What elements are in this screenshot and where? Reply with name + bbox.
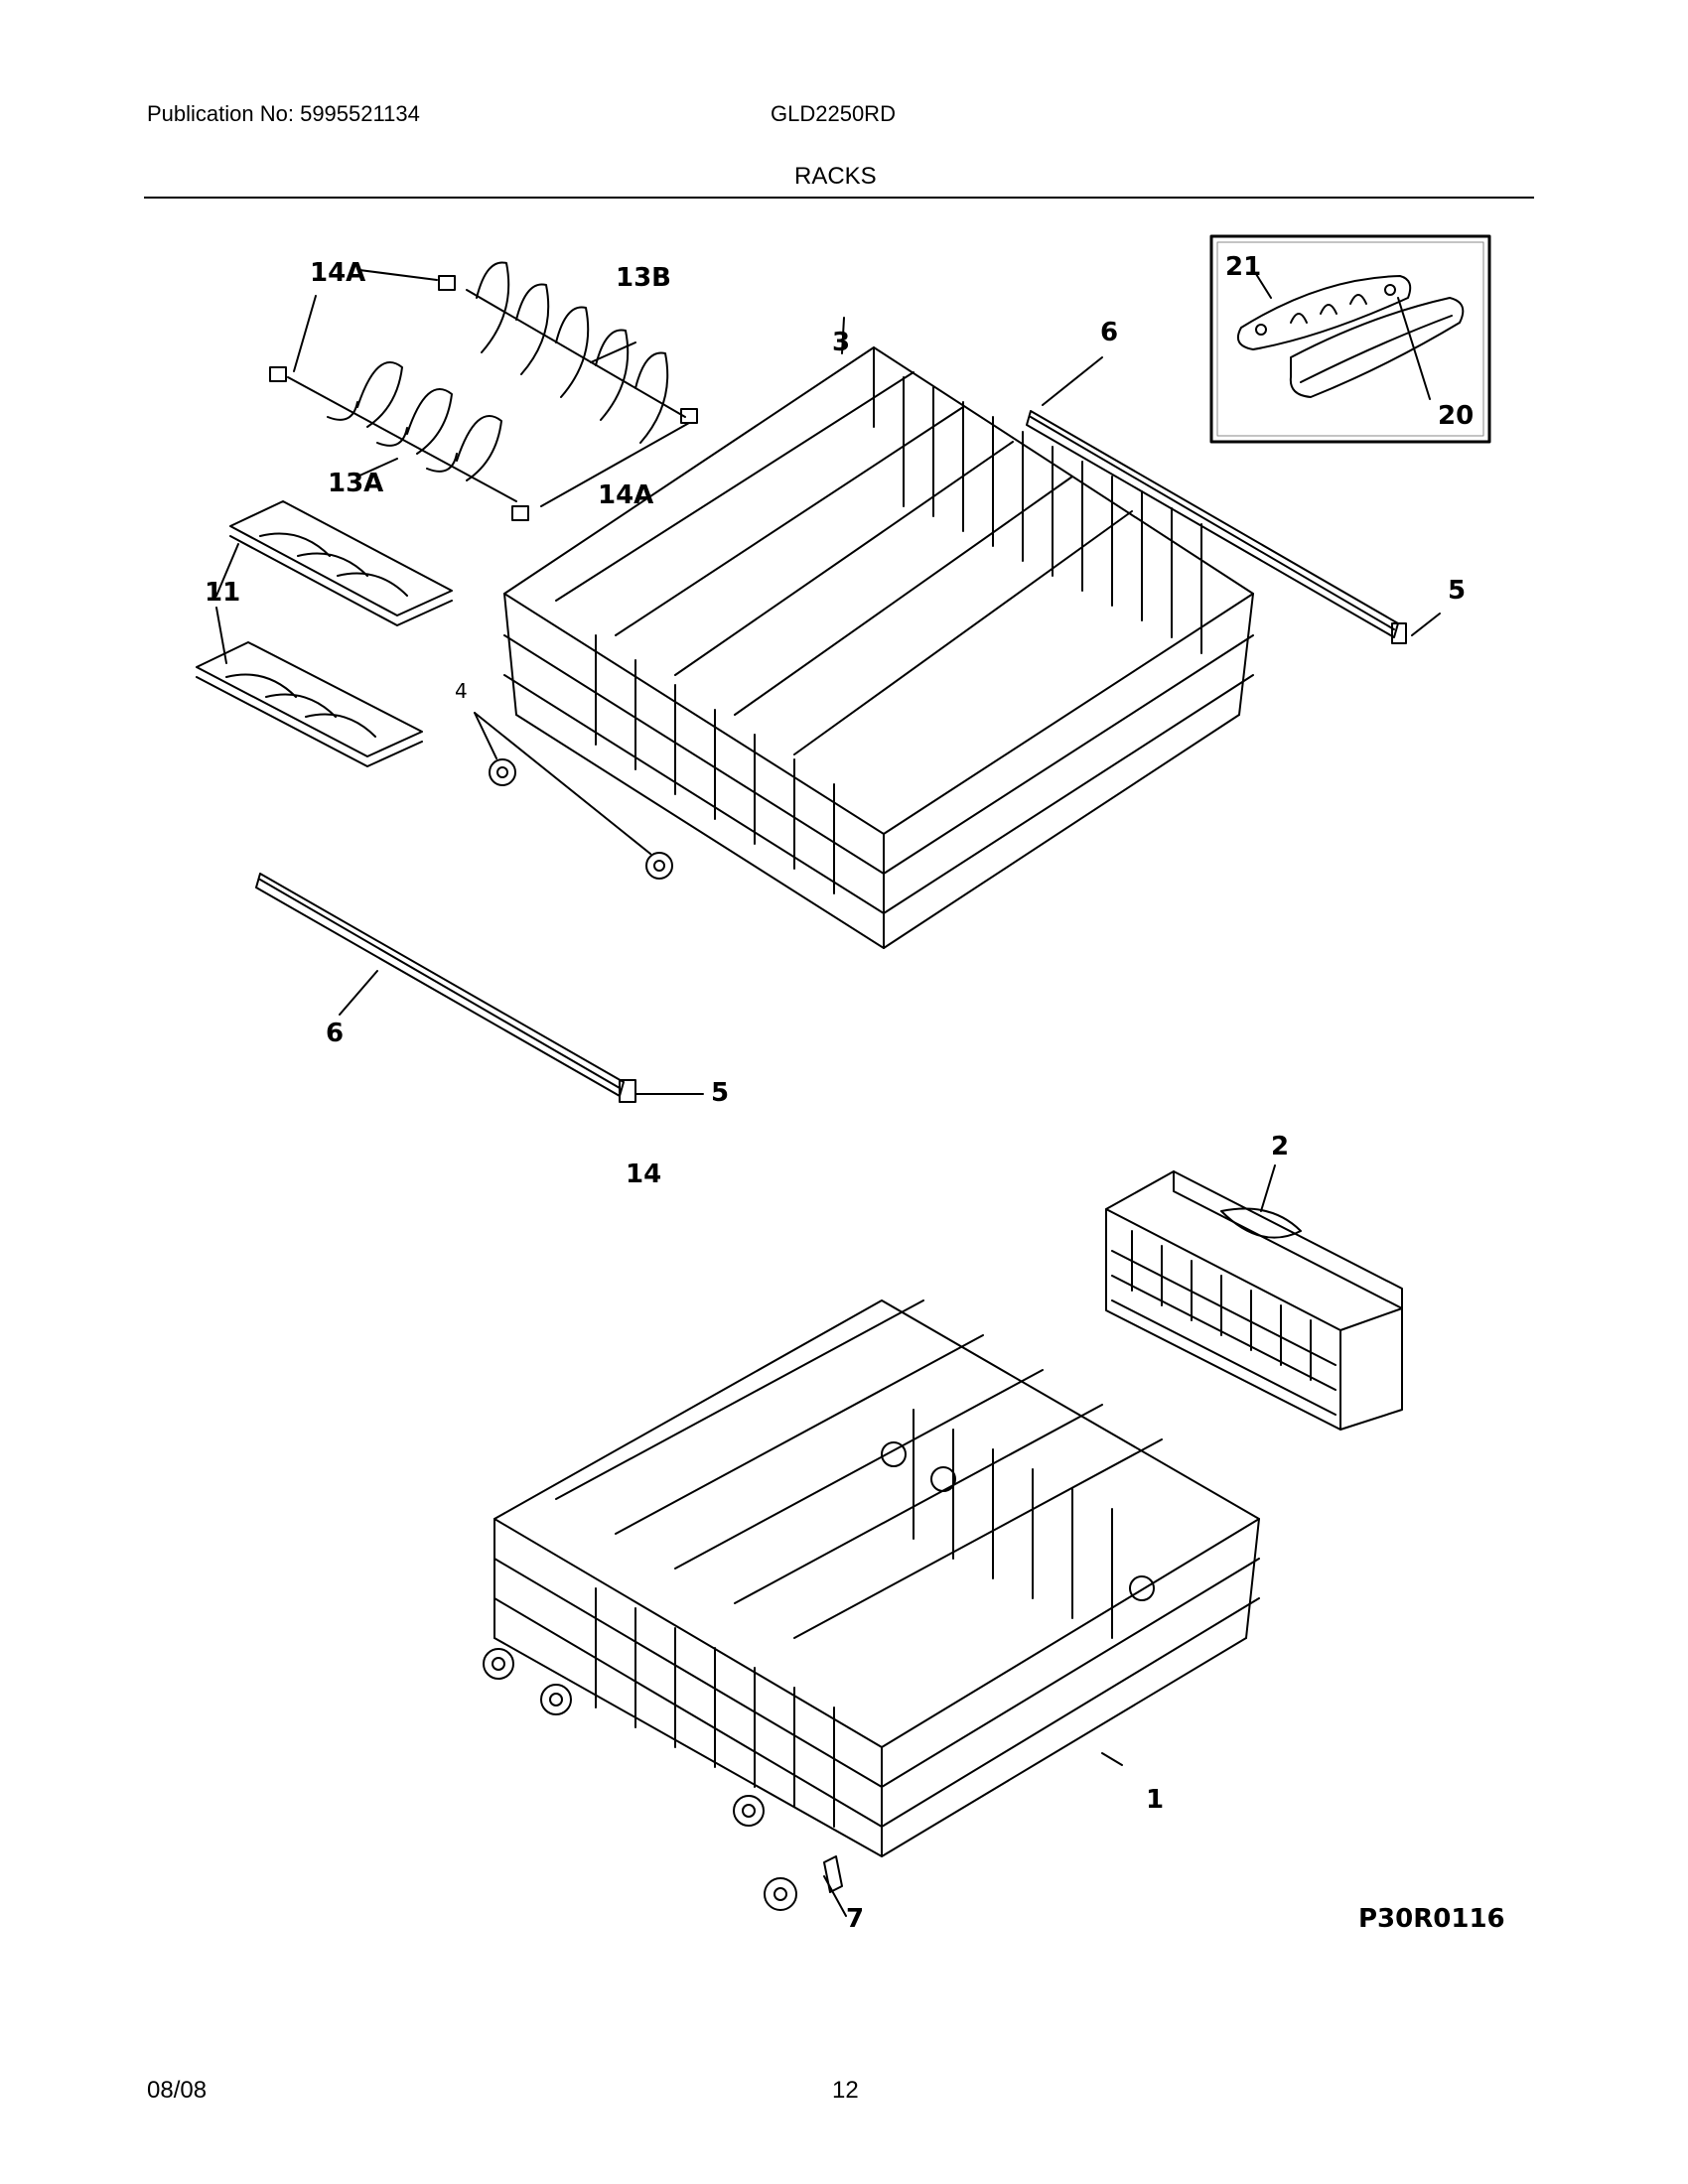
- part-13A: [269, 361, 529, 521]
- header-divider: [144, 197, 1534, 199]
- footer-date: 08/08: [147, 2077, 208, 2104]
- diagram-code: P30R0116: [1358, 1904, 1505, 1934]
- part-11-upper: [229, 500, 453, 626]
- callout-2: 2: [1271, 1132, 1290, 1161]
- callout-6-top: 6: [1100, 318, 1119, 347]
- part-6-bottom-rail: [255, 873, 636, 1103]
- callout-11: 11: [205, 578, 241, 608]
- inset-box: [1209, 234, 1491, 444]
- callout-14A-bottom: 14A: [598, 480, 654, 510]
- callout-4: 4: [455, 679, 468, 703]
- part-1-lower-rack: [483, 1299, 1260, 1857]
- part-2-silverware-basket: [1105, 1170, 1403, 1431]
- model-number: GLD2250RD: [771, 101, 896, 126]
- inset-part-21: [1237, 275, 1412, 350]
- part-3-upper-rack: [503, 346, 1254, 949]
- part-6-top-rail: [1026, 410, 1407, 644]
- callout-14A-top: 14A: [310, 258, 366, 288]
- callout-14: 14: [626, 1160, 662, 1189]
- callout-6-bottom: 6: [326, 1019, 345, 1048]
- callout-1: 1: [1146, 1785, 1165, 1815]
- callout-21: 21: [1225, 252, 1262, 282]
- part-7-wheel: [764, 1855, 843, 1911]
- callout-20: 20: [1438, 401, 1475, 431]
- inset-part-20: [1289, 297, 1465, 398]
- callout-7: 7: [846, 1904, 865, 1934]
- callout-13B: 13B: [616, 263, 671, 293]
- callout-3: 3: [832, 328, 851, 357]
- callout-5-bottom: 5: [711, 1078, 730, 1108]
- callout-13A: 13A: [328, 469, 384, 498]
- callout-5-right: 5: [1448, 576, 1467, 606]
- section-title: RACKS: [794, 163, 877, 190]
- part-13B: [438, 261, 698, 444]
- page-number: 12: [832, 2077, 859, 2104]
- part-11-lower: [196, 641, 423, 767]
- part-4-wheels: [489, 758, 673, 880]
- publication-number: Publication No: 5995521134: [147, 101, 420, 126]
